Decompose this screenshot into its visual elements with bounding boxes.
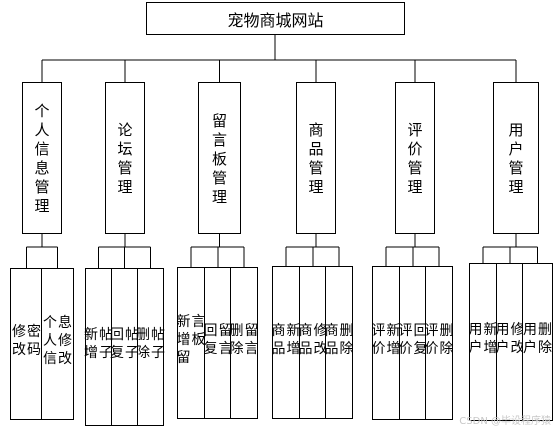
child-node: 用户新增 [468,263,498,421]
child-node: 个人信息修改 [41,268,74,420]
category-node: 商品管理 [296,82,336,234]
category-label: 商品管理 [308,121,324,196]
child-node: 修改密码 [10,268,43,420]
child-label: 商品删除 [324,322,354,357]
child-node: 评价新增 [371,266,401,420]
child-label: 删除留言 [229,323,259,357]
child-node: 商品新增 [271,266,301,419]
category-label: 用户管理 [508,121,524,196]
category-label: 论坛管理 [117,121,133,196]
child-label: 用户新增 [468,322,498,356]
child-node: 商品删除 [324,266,354,419]
child-node: 评价删除 [424,266,454,420]
child-node: 删除帖子 [136,268,165,426]
child-node: 用户删除 [522,263,553,421]
child-label: 商品修改 [298,322,328,357]
root-label: 宠物商城网站 [227,10,324,30]
root-node: 宠物商城网站 [146,2,405,35]
child-label: 用户删除 [523,322,552,356]
child-node: 用户修改 [495,263,525,421]
child-label: 评价回复 [398,323,428,357]
child-label: 修改密码 [12,324,41,358]
child-node: 评价回复 [398,266,428,420]
category-node: 留言板管理 [198,82,241,234]
watermark: CSDN @毕设程序猿 [459,416,551,427]
child-label: 商品新增 [271,322,301,357]
category-label: 个人信息管理 [34,102,50,215]
category-node: 评价管理 [395,82,435,234]
child-node: 新增留言板 [176,267,206,419]
child-label: 回复留言 [203,323,233,357]
category-node: 用户管理 [493,82,539,234]
category-node: 论坛管理 [105,82,145,234]
child-node: 新增帖子 [84,268,113,426]
child-node: 回复帖子 [110,268,139,426]
child-label: 删除帖子 [136,327,165,361]
child-label: 用户修改 [495,322,525,356]
child-label: 评价新增 [371,323,401,357]
child-label: 新增帖子 [84,327,113,361]
child-node: 商品修改 [298,266,328,419]
child-label: 回复帖子 [110,327,139,361]
category-label: 评价管理 [407,121,423,196]
child-label: 评价删除 [424,323,454,357]
category-label: 留言板管理 [211,111,227,206]
child-label: 新增留言板 [176,314,206,366]
child-node: 回复留言 [203,267,233,419]
category-node: 个人信息管理 [22,82,62,234]
child-node: 删除留言 [229,267,259,419]
child-label: 个人信息修改 [43,315,72,367]
